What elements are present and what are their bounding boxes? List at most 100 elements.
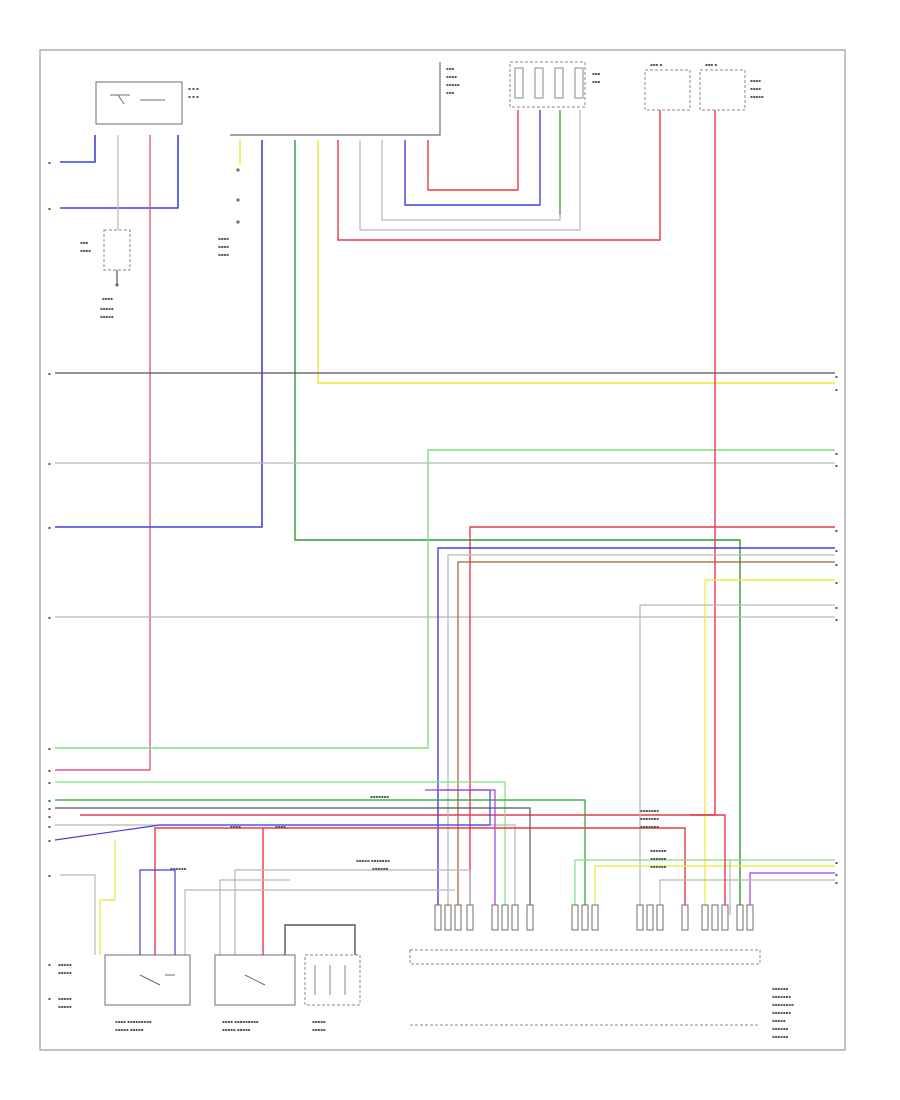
- svg-text:▪▪▪▪▪▪: ▪▪▪▪▪▪: [772, 1026, 789, 1031]
- wire-blue-low3: [139, 869, 176, 955]
- svg-text:▪: ▪: [835, 374, 838, 379]
- svg-text:▪▪▪: ▪▪▪: [592, 79, 600, 84]
- svg-text:▪: ▪: [48, 746, 51, 751]
- svg-text:▪: ▪: [835, 562, 838, 567]
- wire-yellow-low2: [594, 865, 835, 915]
- svg-text:▪: ▪: [48, 962, 51, 967]
- wire-gray-low3: [659, 879, 835, 915]
- wire-red-c1: [337, 110, 661, 241]
- svg-text:▪: ▪: [835, 451, 838, 456]
- svg-text:▪: ▪: [48, 206, 51, 211]
- wire-yellow-c2: [317, 140, 835, 384]
- svg-text:▪: ▪: [48, 371, 51, 376]
- wire-yellow-low3: [99, 840, 116, 955]
- diagram-frame: [39, 49, 846, 1051]
- main-control-module: ▪▪▪▪▪▪ ▪▪▪▪▪▪▪ ▪▪▪▪▪▪▪▪ ▪▪▪▪▪▪▪ ▪▪▪▪▪ ▪▪…: [409, 949, 794, 1039]
- svg-text:▪: ▪: [835, 617, 838, 622]
- svg-text:▪: ▪: [48, 768, 51, 773]
- svg-text:▪▪▪▪▪ ▪▪▪▪▪: ▪▪▪▪▪ ▪▪▪▪▪: [222, 1027, 251, 1032]
- svg-text:▪: ▪: [48, 996, 51, 1001]
- svg-text:▪▪▪▪▪: ▪▪▪▪▪: [312, 1027, 326, 1032]
- svg-text:▪: ▪: [835, 463, 838, 468]
- svg-text:▪: ▪: [835, 860, 838, 865]
- svg-text:▪▪▪▪▪: ▪▪▪▪▪: [772, 1018, 786, 1023]
- wire-yellow-h8: [704, 579, 835, 915]
- svg-text:▪▪▪▪▪: ▪▪▪▪▪: [312, 1019, 326, 1024]
- wire-red-right2: [690, 814, 726, 915]
- wire-red-low: [154, 827, 686, 955]
- svg-text:▪▪▪▪▪: ▪▪▪▪▪: [750, 94, 764, 99]
- svg-text:▪: ▪: [48, 814, 51, 819]
- wire-gray-h6: [447, 554, 835, 915]
- wire-gray-low4: [60, 874, 96, 955]
- wire-black-low: [55, 807, 531, 915]
- svg-text:▪▪▪▪: ▪▪▪▪: [230, 824, 241, 829]
- svg-text:▪: ▪: [835, 548, 838, 553]
- svg-text:▪▪▪▪: ▪▪▪▪: [446, 74, 457, 79]
- wire-violet-low: [425, 789, 496, 915]
- svg-text:▪▪▪▪ ▪▪▪▪▪▪▪▪▪: ▪▪▪▪ ▪▪▪▪▪▪▪▪▪: [115, 1019, 152, 1024]
- svg-text:▪▪▪▪▪▪: ▪▪▪▪▪▪: [772, 1034, 789, 1039]
- svg-text:▪: ▪: [48, 780, 51, 785]
- ground-connector-label: ▪▪▪▪ ▪▪▪▪ ▪▪▪▪: [218, 168, 240, 257]
- svg-text:▪▪▪▪: ▪▪▪▪: [750, 86, 761, 91]
- svg-text:▪▪▪▪▪▪▪: ▪▪▪▪▪▪▪: [640, 824, 659, 829]
- svg-text:▪▪▪: ▪▪▪: [446, 90, 454, 95]
- wire-lightgreen-low: [55, 781, 506, 915]
- wire-gray-low6: [219, 879, 290, 955]
- svg-text:▪: ▪: [835, 580, 838, 585]
- bottom-connector-pins: [434, 904, 754, 931]
- wire-lightgreen-low2: [574, 859, 835, 915]
- svg-text:▪▪▪▪▪: ▪▪▪▪▪: [58, 996, 72, 1001]
- relay-panel-component: ▪▪▪ ▪ ▪▪▪ ▪ ▪▪▪▪ ▪▪▪▪ ▪▪▪▪▪: [644, 62, 764, 111]
- svg-text:▪▪▪▪▪: ▪▪▪▪▪: [100, 314, 114, 319]
- wire-blue-c1: [55, 140, 263, 528]
- svg-text:▪ ▪ ▪: ▪ ▪ ▪: [188, 94, 199, 99]
- wire-blue-left: [60, 135, 179, 209]
- svg-text:▪: ▪: [48, 525, 51, 530]
- wire-brown-h7: [457, 561, 835, 915]
- wire-green-low: [55, 799, 586, 915]
- svg-text:▪▪▪▪▪▪: ▪▪▪▪▪▪: [372, 866, 389, 871]
- svg-text:▪▪▪▪▪: ▪▪▪▪▪: [58, 1004, 72, 1009]
- wire-pink-left: [55, 135, 151, 771]
- svg-text:▪▪▪▪▪▪▪▪: ▪▪▪▪▪▪▪▪: [772, 1002, 794, 1007]
- svg-text:▪▪▪▪▪: ▪▪▪▪▪: [100, 306, 114, 311]
- svg-text:▪▪▪▪▪: ▪▪▪▪▪: [446, 82, 460, 87]
- svg-text:▪: ▪: [835, 605, 838, 610]
- wire-lightgreen-h: [55, 449, 835, 749]
- svg-text:▪▪▪ ▪: ▪▪▪ ▪: [650, 62, 662, 67]
- svg-text:▪: ▪: [835, 880, 838, 885]
- right-rail-labels: ▪ ▪ ▪ ▪ ▪ ▪ ▪ ▪ ▪ ▪ ▪ ▪ ▪: [835, 374, 838, 885]
- svg-text:▪▪▪▪▪▪: ▪▪▪▪▪▪: [650, 856, 667, 861]
- wire-violet-low2: [749, 872, 835, 915]
- svg-text:▪▪▪▪: ▪▪▪▪: [102, 296, 113, 301]
- svg-text:▪: ▪: [48, 824, 51, 829]
- svg-text:▪▪▪: ▪▪▪: [80, 240, 88, 245]
- svg-text:▪: ▪: [48, 873, 51, 878]
- top-left-switch-component: ▪ ▪ ▪ ▪ ▪ ▪: [95, 81, 199, 125]
- wire-gray-c1: [359, 110, 581, 231]
- svg-text:▪▪▪▪▪▪▪: ▪▪▪▪▪▪▪: [640, 816, 659, 821]
- svg-text:▪▪▪▪▪▪: ▪▪▪▪▪▪: [170, 866, 187, 871]
- svg-text:▪: ▪: [48, 615, 51, 620]
- svg-text:▪▪▪▪: ▪▪▪▪: [218, 244, 229, 249]
- svg-text:▪▪▪▪▪: ▪▪▪▪▪: [58, 970, 72, 975]
- svg-text:▪ ▪ ▪: ▪ ▪ ▪: [188, 86, 199, 91]
- wire-gray-h9: [639, 604, 835, 915]
- wire-group: [54, 110, 835, 955]
- svg-text:▪: ▪: [48, 838, 51, 843]
- svg-text:▪▪▪▪: ▪▪▪▪: [80, 248, 91, 253]
- wire-gray-low2: [234, 869, 471, 955]
- svg-text:▪▪▪▪ ▪▪▪▪▪▪▪▪▪: ▪▪▪▪ ▪▪▪▪▪▪▪▪▪: [222, 1019, 259, 1024]
- svg-text:▪▪▪: ▪▪▪: [446, 66, 454, 71]
- bottom-fuse-component: ▪▪▪▪▪ ▪▪▪▪▪: [304, 954, 361, 1032]
- svg-text:▪▪▪▪▪: ▪▪▪▪▪: [58, 962, 72, 967]
- svg-text:▪▪▪ ▪: ▪▪▪ ▪: [705, 62, 717, 67]
- svg-text:▪: ▪: [835, 528, 838, 533]
- svg-text:▪▪▪▪: ▪▪▪▪: [275, 824, 286, 829]
- svg-text:▪▪▪▪▪▪▪: ▪▪▪▪▪▪▪: [772, 1010, 791, 1015]
- svg-text:▪▪▪▪▪▪: ▪▪▪▪▪▪: [650, 864, 667, 869]
- svg-text:▪▪▪▪▪▪▪: ▪▪▪▪▪▪▪: [640, 808, 659, 813]
